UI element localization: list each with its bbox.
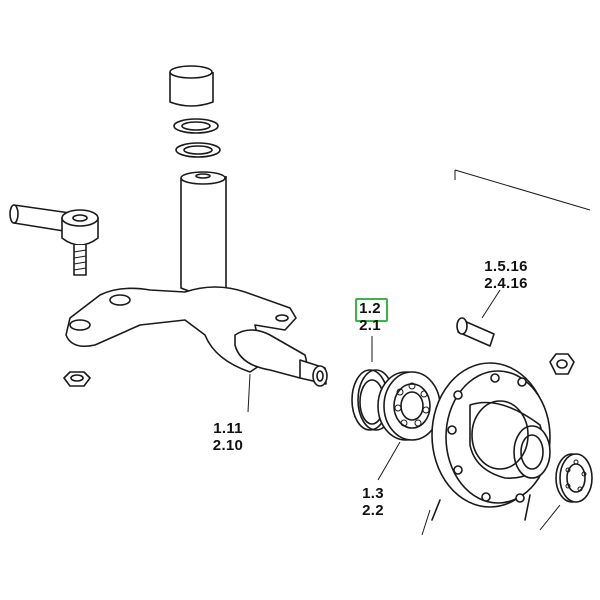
highlight-box	[355, 298, 388, 322]
wheel-nut	[549, 353, 575, 375]
callout-hub-bolt-line2: 2.4.16	[484, 275, 528, 292]
wheel-hub	[431, 362, 551, 521]
washer-upper	[173, 118, 219, 134]
kingpin-sleeve	[169, 65, 214, 107]
frame-line	[454, 169, 591, 211]
leader-lines	[247, 289, 561, 536]
callout-knuckle-line2: 2.10	[212, 437, 244, 454]
callout-bearing: 1.3 2.2	[355, 485, 391, 519]
callout-hub-bolt: 1.5.16 2.4.16	[476, 258, 536, 292]
callout-seal-line1: 1.2	[359, 300, 381, 317]
inner-bearing	[555, 453, 593, 503]
tie-rod-end	[9, 204, 99, 276]
castle-nut	[63, 371, 91, 387]
steering-knuckle	[65, 171, 328, 387]
callout-bearing-line2: 2.2	[362, 502, 384, 519]
bearing	[377, 371, 441, 441]
callout-seal: 1.2 2.1	[352, 300, 388, 334]
hub-bolt	[456, 317, 495, 347]
callout-knuckle-line1: 1.11	[213, 420, 243, 437]
callout-hub-bolt-line1: 1.5.16	[484, 258, 528, 275]
callout-knuckle: 1.11 2.10	[205, 420, 251, 454]
washer-lower	[175, 142, 221, 158]
callout-seal-line2: 2.1	[359, 317, 381, 334]
callout-bearing-line1: 1.3	[362, 485, 384, 502]
